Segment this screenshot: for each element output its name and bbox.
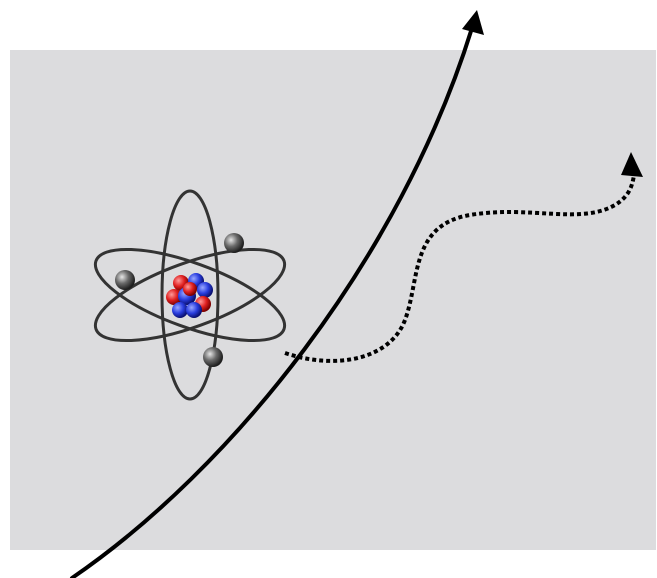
atom-illustration — [85, 191, 295, 399]
nucleon-neutron — [186, 302, 202, 318]
nucleus — [166, 273, 213, 318]
electron — [224, 233, 244, 253]
arrowhead-solid — [462, 10, 484, 35]
electron — [203, 347, 223, 367]
electron — [115, 270, 135, 290]
nucleon-proton — [183, 282, 197, 296]
nucleon-neutron — [197, 282, 213, 298]
nucleon-neutron — [172, 302, 188, 318]
solid-curved-arrow — [72, 10, 484, 578]
dotted-wavy-arrow — [285, 152, 643, 361]
arrowhead-dotted — [621, 152, 643, 177]
